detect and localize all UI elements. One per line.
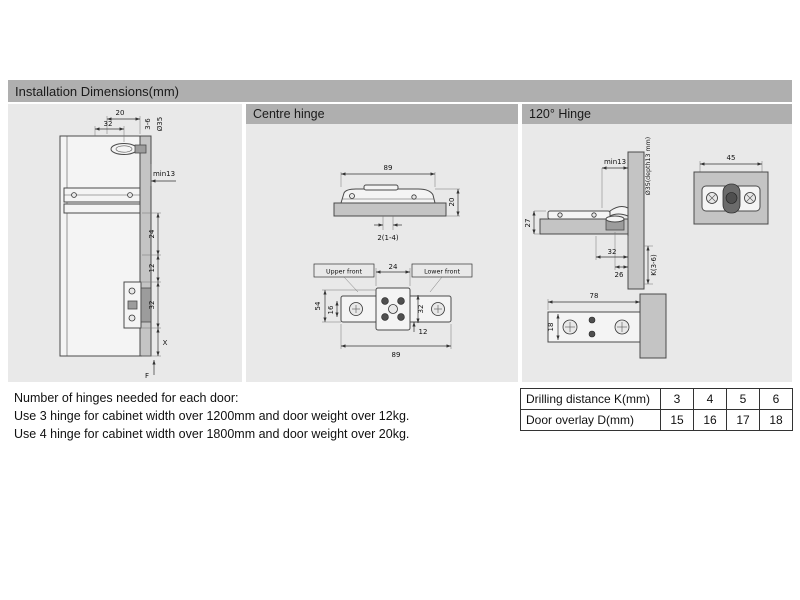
dim-32-low: 32 xyxy=(148,301,156,310)
row-label-drilling-distance: Drilling distance K(mm) xyxy=(520,388,661,410)
overlay-value-3: 17 xyxy=(726,409,760,431)
hinge-120-header: 120° Hinge xyxy=(522,104,792,124)
panel-centre-hinge: Centre hinge 89 20 2(1-4) xyxy=(246,104,518,382)
dim-min13-120: min13 xyxy=(604,158,626,166)
dim-f: F xyxy=(145,372,149,380)
drilling-value-2: 4 xyxy=(693,388,727,410)
dim-45: 45 xyxy=(727,154,736,162)
installation-dimensions: 20 32 3-6 Ø35 min13 24 12 32 X F xyxy=(94,109,176,380)
centre-hinge-front xyxy=(63,187,141,214)
hinge-120-title: 120° Hinge xyxy=(529,107,591,121)
hinge-120-drawing: min13 Ø35(depth13 mm) 27 32 26 K(3-6) xyxy=(524,137,769,359)
drilling-value-3: 5 xyxy=(726,388,760,410)
mounting-plate-side-view: 78 18 xyxy=(547,292,667,359)
dim-12-plate: 12 xyxy=(419,328,428,336)
dim-20-side: 20 xyxy=(448,198,456,207)
lower-hinge xyxy=(123,281,152,329)
page-title: Installation Dimensions(mm) xyxy=(15,83,179,99)
installation-drawing: 20 32 3-6 Ø35 min13 24 12 32 X F xyxy=(59,109,176,380)
cup-front-view: 45 xyxy=(693,154,769,225)
plate-view-dimensions: Upper front Lower front 24 54 16 32 12 8… xyxy=(313,263,473,359)
upper-front-label: Upper front xyxy=(326,269,363,276)
dim-32-plate: 32 xyxy=(417,305,425,314)
dim-k: K(3-6) xyxy=(650,254,658,276)
dim-24-plate: 24 xyxy=(389,263,398,271)
overlay-value-2: 16 xyxy=(693,409,727,431)
dim-3-6: 3-6 xyxy=(144,118,152,130)
dim-x: X xyxy=(163,339,168,347)
overlay-value-1: 15 xyxy=(660,409,694,431)
centre-hinge-header: Centre hinge xyxy=(246,104,518,124)
door-section xyxy=(59,135,152,357)
dim-18: 18 xyxy=(547,323,555,332)
dim-54: 54 xyxy=(314,301,322,310)
dim-24: 24 xyxy=(148,229,156,238)
note-line-1: Number of hinges needed for each door: xyxy=(14,391,239,405)
hinge-side-view xyxy=(333,184,447,217)
table-row-drilling-distance: Drilling distance K(mm) 3 4 5 6 xyxy=(520,388,793,410)
dim-26: 26 xyxy=(615,271,624,279)
cup-hinge-top xyxy=(110,143,147,155)
hinge-section-view xyxy=(539,151,645,290)
dim-cup-depth: Ø35(depth13 mm) xyxy=(644,137,652,196)
overlay-value-4: 18 xyxy=(759,409,793,431)
note-line-3: Use 4 hinge for cabinet width over 1800m… xyxy=(14,427,410,442)
dim-32-top: 32 xyxy=(104,120,113,128)
dim-dia35: Ø35 xyxy=(156,117,164,131)
side-view-dimensions: 89 20 2(1-4) xyxy=(340,164,460,242)
dim-27: 27 xyxy=(524,219,532,228)
dim-12: 12 xyxy=(148,264,156,273)
dim-89-plate: 89 xyxy=(392,351,401,359)
drilling-value-4: 6 xyxy=(759,388,793,410)
drilling-value-1: 3 xyxy=(660,388,694,410)
centre-hinge-title: Centre hinge xyxy=(253,107,325,121)
panel-installation: 20 32 3-6 Ø35 min13 24 12 32 X F xyxy=(8,104,242,382)
dim-20: 20 xyxy=(116,109,125,117)
dim-78: 78 xyxy=(590,292,599,300)
dim-89-side: 89 xyxy=(384,164,393,172)
main-title-bar: Installation Dimensions(mm) xyxy=(8,80,792,102)
dim-gap: 2(1-4) xyxy=(377,234,399,242)
hinge-count-notes: Number of hinges needed for each door: U… xyxy=(14,389,409,443)
dim-32-120: 32 xyxy=(608,248,617,256)
drilling-overlay-table: Drilling distance K(mm) 3 4 5 6 Door ove… xyxy=(520,388,793,431)
note-line-2: Use 3 hinge for cabinet width over 1200m… xyxy=(14,409,410,424)
dim-min13: min13 xyxy=(153,170,175,178)
dim-16: 16 xyxy=(327,305,335,314)
mounting-plate-top-view xyxy=(340,287,452,331)
lower-front-label: Lower front xyxy=(424,269,460,276)
row-label-door-overlay: Door overlay D(mm) xyxy=(520,409,661,431)
centre-hinge-drawing: 89 20 2(1-4) xyxy=(313,164,473,359)
table-row-door-overlay: Door overlay D(mm) 15 16 17 18 xyxy=(520,409,793,431)
panel-120-hinge: 120° Hinge min13 Ø35(depth13 mm) 27 xyxy=(522,104,792,382)
section-view-dimensions: min13 Ø35(depth13 mm) 27 32 26 K(3-6) xyxy=(524,137,658,285)
